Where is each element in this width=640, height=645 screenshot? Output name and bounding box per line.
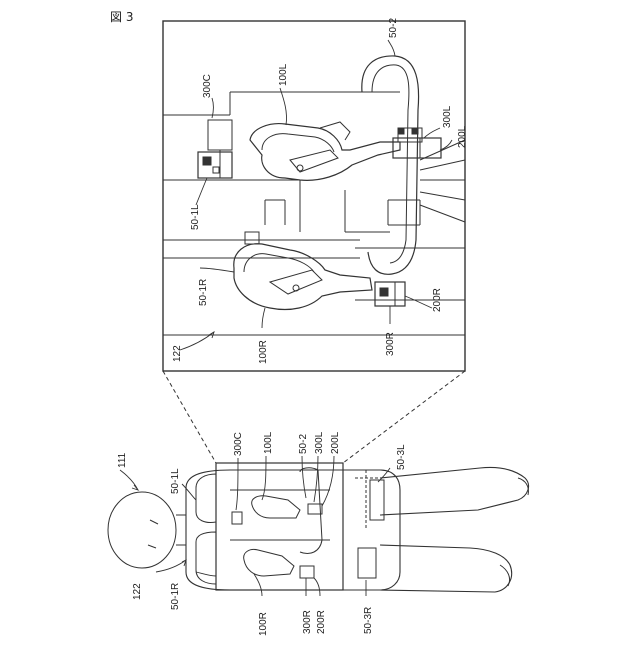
- label-122-detail: 122: [172, 345, 183, 362]
- label-200R-detail: 200R: [432, 288, 443, 312]
- label-111-overview: 111: [117, 452, 128, 468]
- label-100R-detail: 100R: [258, 340, 269, 364]
- label-300C-overview: 300C: [233, 432, 244, 456]
- label-50-1L-overview: 50-1L: [170, 468, 181, 494]
- head-outline: [108, 492, 176, 568]
- leader-lines-detail: [180, 40, 452, 350]
- label-300C-detail: 300C: [202, 74, 213, 98]
- label-200R-overview: 200R: [316, 610, 327, 634]
- label-300L-overview: 300L: [314, 431, 325, 454]
- label-300L-detail: 300L: [442, 105, 453, 128]
- figure-title: 図 3: [110, 8, 133, 25]
- label-50-1L-detail: 50-1L: [190, 204, 201, 230]
- labels-detail: 300C 100L 50-2 300L 200L 50-1L 50-1R 100…: [172, 18, 468, 364]
- label-50-3L-overview: 50-3L: [396, 444, 407, 470]
- label-100L-overview: 100L: [263, 431, 274, 454]
- label-50-1R-overview: 50-1R: [170, 583, 181, 610]
- label-50-2-detail: 50-2: [388, 18, 399, 38]
- label-300R-detail: 300R: [385, 332, 396, 356]
- label-100R-overview: 100R: [258, 612, 269, 636]
- label-50-1R-detail: 50-1R: [198, 279, 209, 306]
- label-200L-overview: 200L: [330, 431, 341, 454]
- label-300R-overview: 300R: [302, 610, 313, 634]
- labels-overview: 111 50-1L 300C 100L 50-2 300L 200L 50-3L…: [117, 431, 407, 636]
- leader-lines-overview: [120, 456, 390, 596]
- label-50-3R-overview: 50-3R: [363, 607, 374, 634]
- detail-view: [163, 21, 465, 371]
- label-122-overview: 122: [132, 583, 143, 600]
- label-50-2-overview: 50-2: [298, 434, 309, 454]
- detail-frame: [163, 21, 465, 371]
- label-100L-detail: 100L: [278, 63, 289, 86]
- overview-detail-box: [216, 463, 343, 590]
- label-200L-detail: 200L: [457, 125, 468, 148]
